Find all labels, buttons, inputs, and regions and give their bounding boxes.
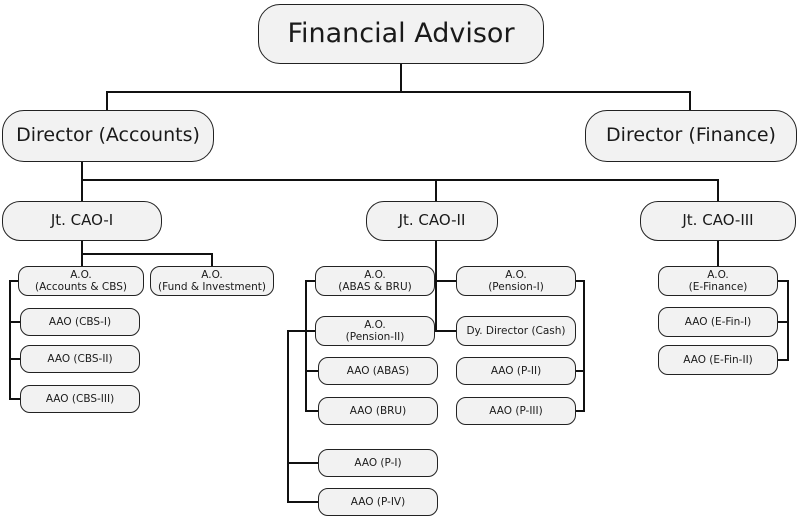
node-aao-e-fin-1: AAO (E-Fin-I)	[658, 307, 778, 337]
node-ao-pension-1-line2: (Pension-I)	[488, 281, 544, 293]
node-ao-pension-2: A.O. (Pension-II)	[315, 316, 435, 346]
node-jt-cao-1-label: Jt. CAO-I	[50, 211, 114, 230]
node-dy-director-cash: Dy. Director (Cash)	[456, 316, 576, 346]
node-jt-cao-2-label: Jt. CAO-II	[398, 211, 466, 230]
node-aao-cbs-3-label: AAO (CBS-III)	[45, 392, 115, 405]
node-ao-abas-bru-line1: A.O.	[364, 268, 386, 281]
node-director-accounts: Director (Accounts)	[2, 110, 214, 162]
node-dy-director-cash-label: Dy. Director (Cash)	[466, 324, 566, 337]
node-ao-pension-2-line2: (Pension-II)	[345, 331, 405, 343]
node-aao-cbs-1: AAO (CBS-I)	[20, 308, 140, 336]
node-ao-e-finance: A.O. (E-Finance)	[658, 266, 778, 296]
node-ao-accounts-cbs-line1: A.O.	[70, 268, 92, 281]
node-aao-cbs-2-label: AAO (CBS-II)	[47, 352, 113, 365]
node-financial-advisor: Financial Advisor	[258, 4, 544, 64]
node-aao-e-fin-2-label: AAO (E-Fin-II)	[683, 353, 753, 366]
node-jt-cao-1: Jt. CAO-I	[2, 201, 162, 241]
node-jt-cao-2: Jt. CAO-II	[366, 201, 498, 241]
node-director-finance: Director (Finance)	[585, 110, 797, 162]
node-aao-p2: AAO (P-II)	[456, 357, 576, 385]
node-ao-e-finance-line2: (E-Finance)	[688, 281, 748, 293]
node-director-accounts-label: Director (Accounts)	[16, 124, 200, 147]
node-aao-p3: AAO (P-III)	[456, 397, 576, 425]
node-ao-abas-bru-line2: (ABAS & BRU)	[338, 281, 412, 293]
node-ao-accounts-cbs-line2: (Accounts & CBS)	[35, 281, 127, 293]
node-aao-p1: AAO (P-I)	[318, 449, 438, 477]
node-aao-p4-label: AAO (P-IV)	[350, 495, 406, 508]
node-ao-fund-investment-line2: (Fund & Investment)	[158, 281, 266, 293]
node-aao-cbs-1-label: AAO (CBS-I)	[48, 315, 112, 328]
node-aao-bru: AAO (BRU)	[318, 397, 438, 425]
node-ao-pension-1-line1: A.O.	[505, 268, 527, 281]
node-aao-p3-label: AAO (P-III)	[489, 404, 543, 417]
node-aao-e-fin-1-label: AAO (E-Fin-I)	[684, 315, 752, 328]
node-ao-fund-investment-line1: A.O.	[201, 268, 223, 281]
node-aao-cbs-3: AAO (CBS-III)	[20, 385, 140, 413]
node-aao-abas-label: AAO (ABAS)	[346, 364, 410, 377]
node-aao-abas: AAO (ABAS)	[318, 357, 438, 385]
node-aao-p4: AAO (P-IV)	[318, 488, 438, 516]
node-aao-p1-label: AAO (P-I)	[354, 456, 402, 469]
node-jt-cao-3: Jt. CAO-III	[640, 201, 796, 241]
node-financial-advisor-label: Financial Advisor	[287, 18, 515, 50]
node-ao-pension-2-line1: A.O.	[364, 318, 386, 331]
node-ao-fund-investment: A.O. (Fund & Investment)	[150, 266, 274, 296]
node-director-finance-label: Director (Finance)	[606, 124, 776, 147]
node-aao-bru-label: AAO (BRU)	[349, 404, 407, 417]
node-aao-cbs-2: AAO (CBS-II)	[20, 345, 140, 373]
node-jt-cao-3-label: Jt. CAO-III	[682, 211, 754, 230]
node-ao-accounts-cbs: A.O. (Accounts & CBS)	[18, 266, 144, 296]
node-aao-p2-label: AAO (P-II)	[490, 364, 542, 377]
node-ao-e-finance-line1: A.O.	[707, 268, 729, 281]
node-aao-e-fin-2: AAO (E-Fin-II)	[658, 345, 778, 375]
node-ao-pension-1: A.O. (Pension-I)	[456, 266, 576, 296]
node-ao-abas-bru: A.O. (ABAS & BRU)	[315, 266, 435, 296]
